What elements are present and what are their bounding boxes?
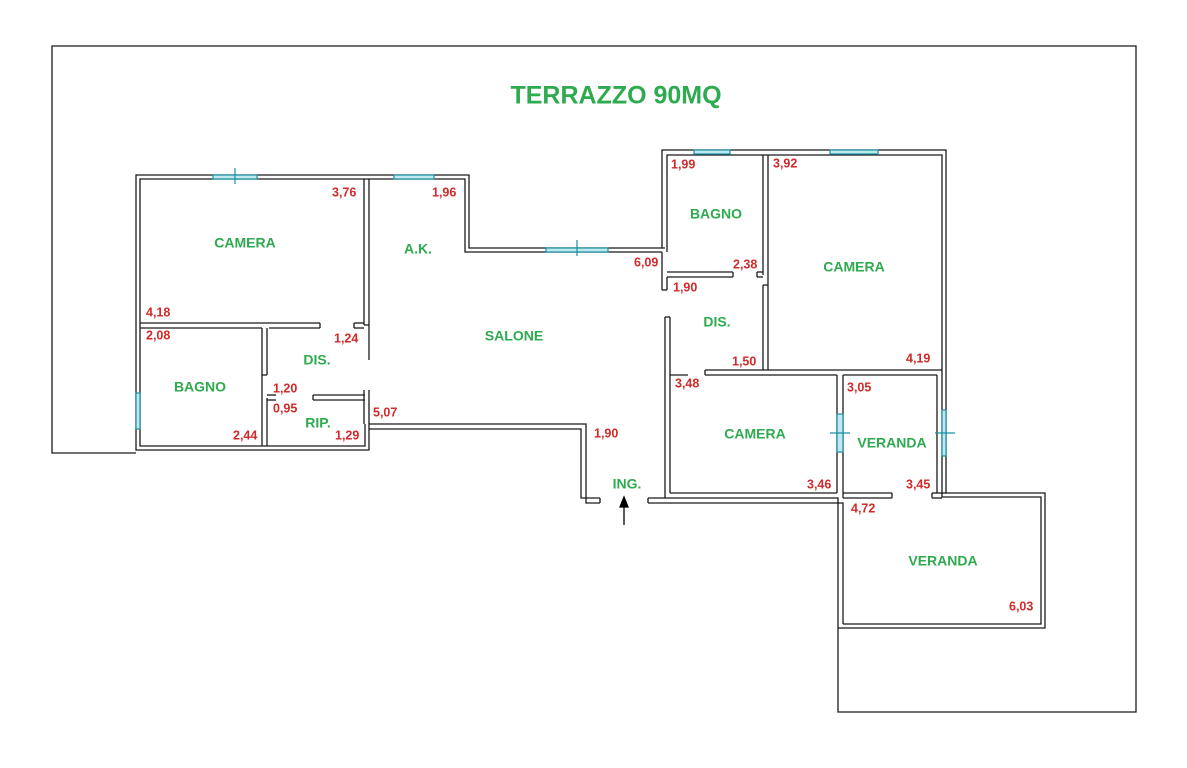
dim-label: 3,45 bbox=[906, 477, 930, 491]
dim-label: 5,07 bbox=[373, 405, 397, 419]
room-bagno-e: BAGNO bbox=[690, 206, 742, 222]
dim-label: 1,20 bbox=[273, 381, 297, 395]
window-bagno-w bbox=[135, 392, 141, 430]
dim-label: 4,19 bbox=[906, 351, 930, 365]
dim-label: 1,50 bbox=[732, 354, 756, 368]
room-dis-w: DIS. bbox=[303, 352, 330, 368]
room-rip: RIP. bbox=[305, 415, 330, 431]
salone-walls bbox=[369, 423, 844, 628]
windows bbox=[135, 149, 955, 457]
dim-label: 1,90 bbox=[594, 426, 618, 440]
dim-label: 0,95 bbox=[273, 401, 297, 415]
dim-label: 6,03 bbox=[1009, 599, 1033, 613]
dim-label: 3,48 bbox=[675, 376, 699, 390]
dim-label: 1,90 bbox=[673, 280, 697, 294]
room-veranda-large: VERANDA bbox=[908, 553, 977, 569]
room-ing: ING. bbox=[613, 476, 642, 492]
west-walls bbox=[135, 174, 665, 451]
window-bagno-e bbox=[693, 149, 731, 155]
dim-label: 3,92 bbox=[773, 156, 797, 170]
room-camera-ne: CAMERA bbox=[823, 259, 884, 275]
room-bagno-w: BAGNO bbox=[174, 379, 226, 395]
dim-label: 4,72 bbox=[851, 501, 875, 515]
room-veranda-small: VERANDA bbox=[857, 435, 926, 451]
room-salone: SALONE bbox=[485, 328, 543, 344]
dim-label: 3,76 bbox=[332, 185, 356, 199]
entrance-arrow-icon bbox=[619, 495, 629, 525]
dim-label: 3,05 bbox=[847, 380, 871, 394]
room-camera-se: CAMERA bbox=[724, 426, 785, 442]
dim-label: 4,18 bbox=[146, 305, 170, 319]
room-dis-e: DIS. bbox=[703, 314, 730, 330]
window-camera-ne bbox=[829, 149, 879, 155]
window-ak bbox=[393, 174, 435, 180]
dim-label: 2,44 bbox=[233, 428, 257, 442]
room-camera-nw: CAMERA bbox=[214, 235, 275, 251]
terrace-title: TERRAZZO 90MQ bbox=[510, 82, 721, 110]
dim-label: 1,96 bbox=[432, 185, 456, 199]
dim-label: 1,99 bbox=[671, 157, 695, 171]
dim-label: 2,38 bbox=[733, 257, 757, 271]
dim-label: 2,08 bbox=[146, 328, 170, 342]
room-ak: A.K. bbox=[404, 241, 432, 257]
dim-label: 1,29 bbox=[335, 428, 359, 442]
east-walls bbox=[661, 149, 1046, 629]
dim-label: 3,46 bbox=[807, 477, 831, 491]
terrace-outline bbox=[51, 45, 1137, 713]
dim-label: 1,24 bbox=[334, 331, 358, 345]
dim-label: 6,09 bbox=[634, 255, 658, 269]
